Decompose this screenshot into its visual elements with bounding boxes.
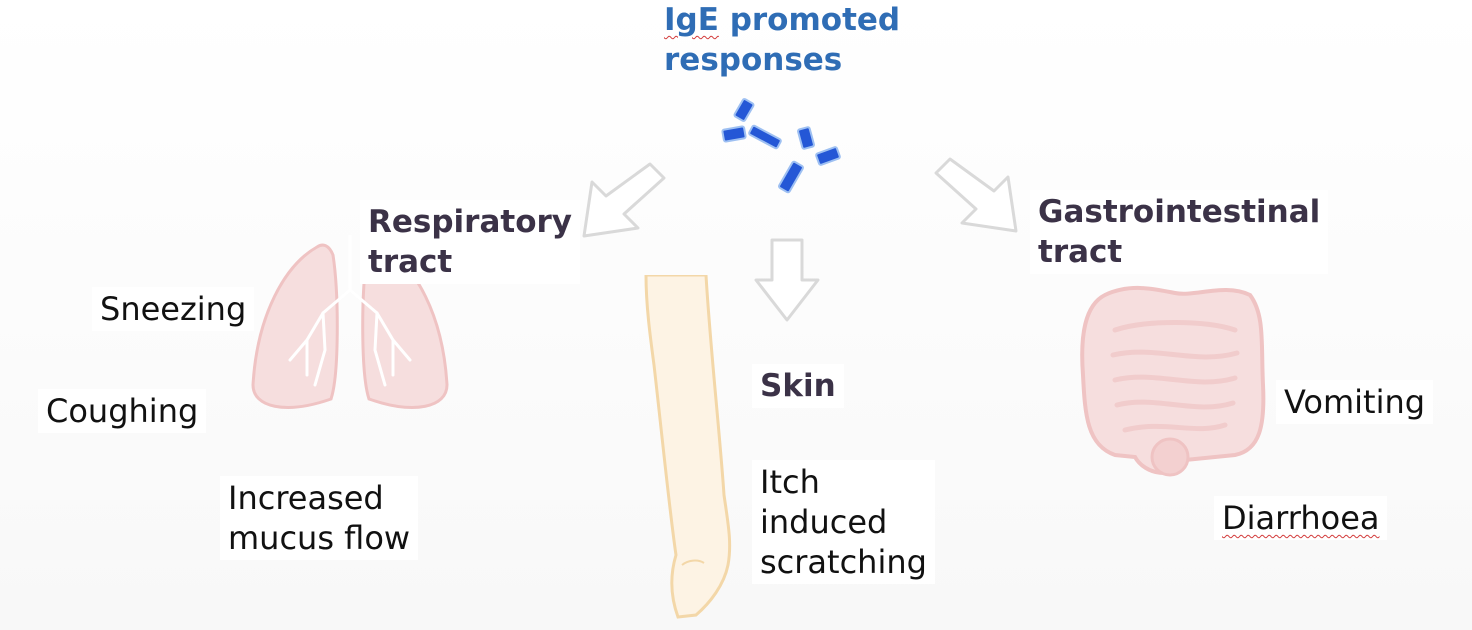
symptom-sneezing: Sneezing <box>92 287 255 331</box>
arm-icon <box>644 275 732 619</box>
symptom-coughing: Coughing <box>38 389 207 433</box>
symptom-vomiting: Vomiting <box>1276 380 1434 424</box>
symptom-diarrhoea: Diarrhoea <box>1222 499 1380 537</box>
symptom-increased-mucus-flow: Increased mucus flow <box>220 476 419 560</box>
gastrointestinal-tract-label: Gastrointestinal tract <box>1030 190 1329 274</box>
intestines-icon <box>1080 285 1266 477</box>
arrow-icon <box>754 238 820 322</box>
diagram-title: IgE promoted responses <box>664 0 900 80</box>
symptom-itch-induced-scratching: Itch induced scratching <box>752 460 935 584</box>
arrow-icon <box>934 157 1018 233</box>
arrow-icon <box>582 162 666 238</box>
skin-label: Skin <box>752 364 844 408</box>
title-ige: IgE <box>664 2 719 38</box>
antibody-icon <box>721 98 841 194</box>
respiratory-tract-label: Respiratory tract <box>360 200 580 284</box>
symptom-diarrhoea-wrap: Diarrhoea <box>1214 496 1388 540</box>
title-rest: promoted responses <box>664 2 901 78</box>
